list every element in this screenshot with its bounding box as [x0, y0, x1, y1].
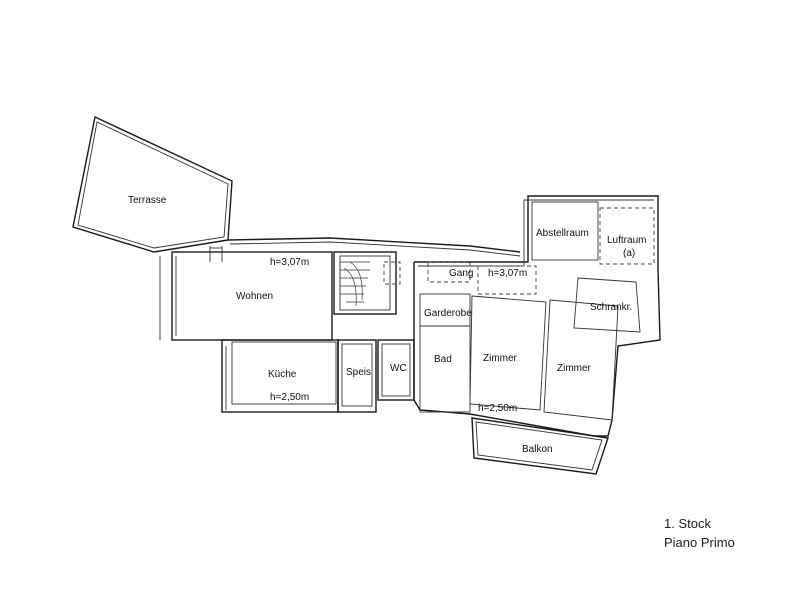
- label-zimmer-height: h=2,50m: [478, 403, 517, 414]
- label-garderobe: Garderobe: [424, 308, 472, 319]
- floor-title: 1. Stock: [664, 516, 711, 531]
- label-gang: Gang: [449, 268, 473, 279]
- hallway-walls: [419, 261, 537, 413]
- label-luftraum-note: (a): [623, 248, 635, 259]
- label-gang-height: h=3,07m: [488, 268, 527, 279]
- upper-corridor-wall: [227, 237, 521, 257]
- label-balkon: Balkon: [522, 444, 553, 455]
- label-zimmer-2: Zimmer: [557, 363, 592, 374]
- label-terrasse: Terrasse: [128, 195, 167, 206]
- label-wc: WC: [390, 363, 407, 374]
- right-wing-walls: [413, 195, 661, 437]
- label-bad: Bad: [434, 354, 452, 365]
- label-wohnen: Wohnen: [236, 291, 273, 302]
- storage-room-walls: [531, 201, 655, 265]
- balcony-outline: [471, 417, 609, 475]
- pantry-walls: [337, 339, 377, 413]
- floor-title-italian: Piano Primo: [664, 535, 735, 550]
- label-kueche-height: h=2,50m: [270, 392, 309, 403]
- label-schrankraum: Schrankr.: [590, 302, 632, 313]
- bedroom-walls: [469, 295, 619, 421]
- label-zimmer-1: Zimmer: [483, 353, 518, 364]
- floor-caption: 1. Stock Piano Primo: [664, 514, 735, 552]
- terrace-outline: [72, 115, 233, 253]
- label-wohnen-height: h=3,07m: [270, 257, 309, 268]
- label-luftraum: Luftraum: [607, 235, 646, 246]
- label-speis: Speis: [346, 367, 371, 378]
- closet-room-walls: [573, 277, 641, 333]
- staircase: [333, 251, 401, 315]
- label-abstellraum: Abstellraum: [536, 228, 589, 239]
- label-kueche: Küche: [268, 369, 297, 380]
